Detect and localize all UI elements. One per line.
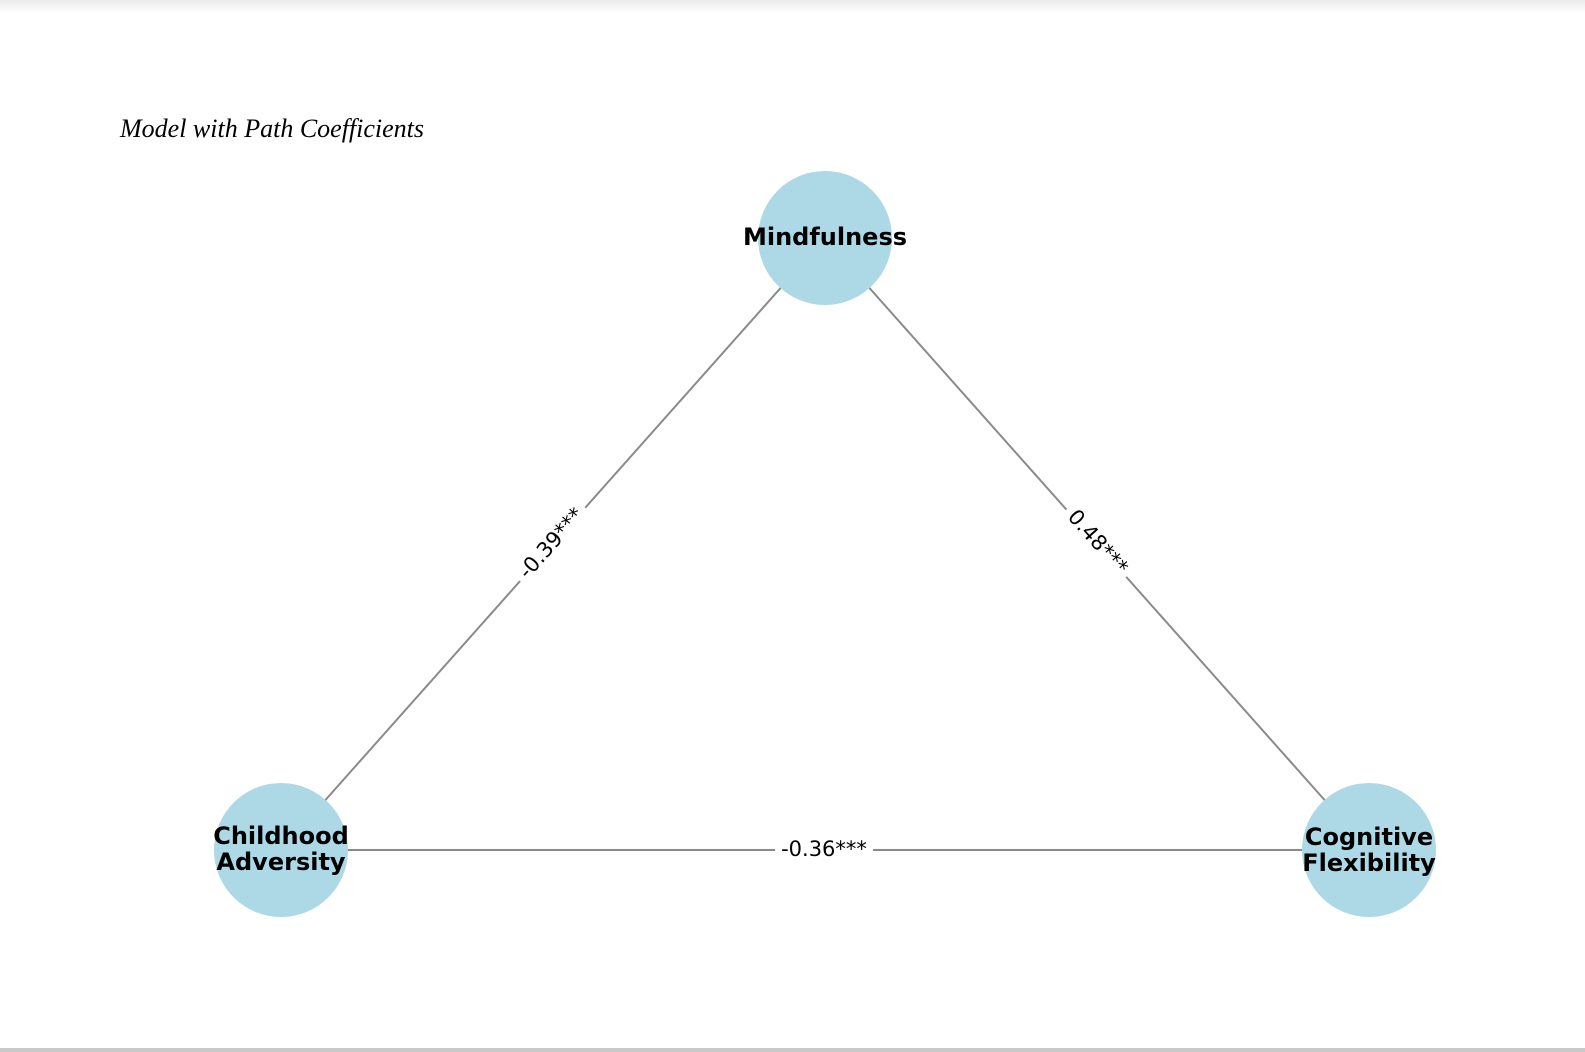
edge-coefficient-adversity-flexibility: -0.36*** <box>775 836 873 862</box>
node-circle-childhood-adversity <box>214 783 348 917</box>
node-label-cognitive-flexibility: Cognitive Flexibility <box>1302 823 1436 877</box>
figure-title: Model with Path Coefficients <box>120 114 425 143</box>
node-circle-mindfulness <box>758 171 892 305</box>
node-label-childhood-adversity: Childhood Adversity <box>213 822 349 876</box>
node-circle-cognitive-flexibility <box>1302 783 1436 917</box>
node-label-mindfulness: Mindfulness <box>742 223 908 252</box>
bottom-edge-border <box>0 1048 1585 1052</box>
